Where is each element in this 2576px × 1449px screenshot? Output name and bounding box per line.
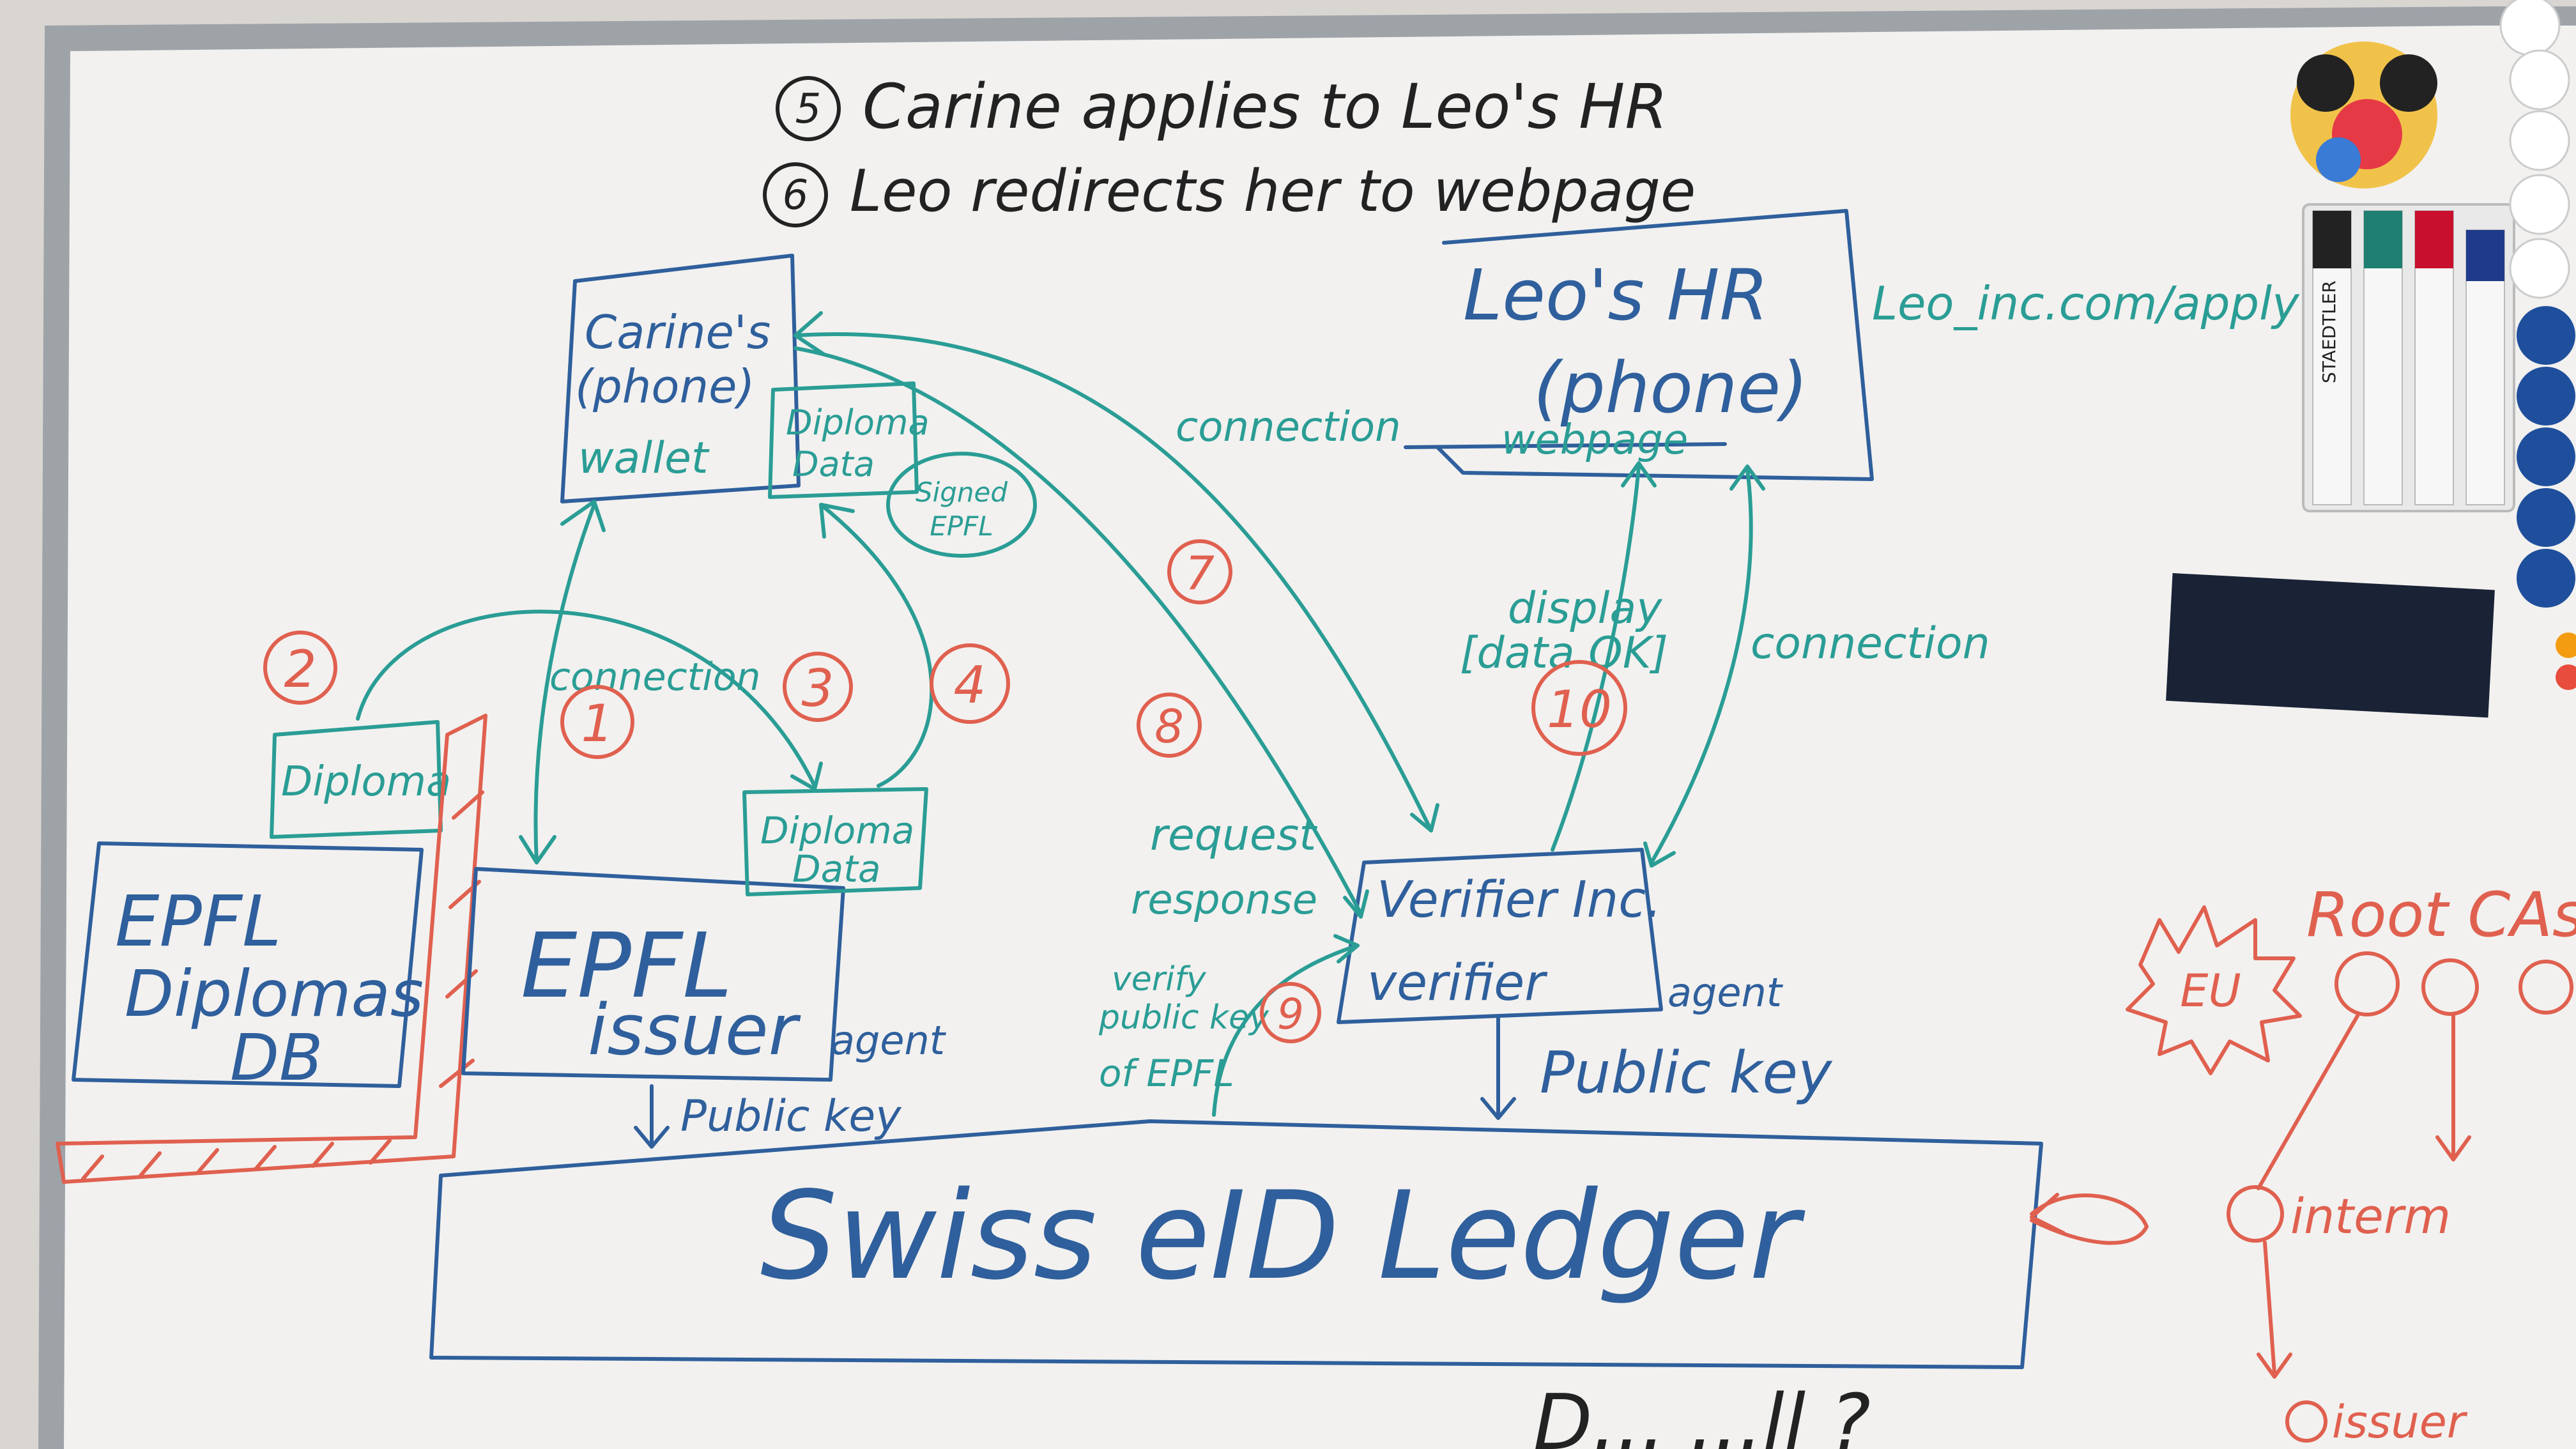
step-10: 10	[1547, 680, 1612, 739]
verify-line2: public key	[1098, 999, 1269, 1037]
header-notes: 5 Carine applies to Leo's HR 6 Leo redir…	[763, 71, 1696, 227]
cartoon-sticker	[2290, 42, 2437, 188]
root-cas-label: Root CAs	[2306, 879, 2576, 951]
ledger-node: Swiss eID Ledger	[429, 1119, 2043, 1369]
board-surface	[64, 26, 2576, 1449]
issuer-label: issuer	[2332, 1396, 2468, 1448]
issuer-diploma-line1: Diploma	[760, 809, 914, 852]
step-5-text: Carine applies to Leo's HR	[862, 71, 1667, 142]
dark-magnetic-strip	[2166, 573, 2495, 718]
flow-labels: connection connection connection request…	[549, 404, 1990, 1095]
step-6-number: 6	[783, 172, 809, 219]
step-4: 4	[954, 656, 986, 715]
step-markers: 1 2 3 4 7 8 9 10	[263, 539, 1627, 1043]
verifier-agent: agent	[1667, 969, 1784, 1016]
epfl-db-line1: EPFL	[115, 880, 281, 962]
eu-label: EU	[2180, 965, 2241, 1017]
step-6-text: Leo redirects her to webpage	[850, 158, 1696, 225]
verify-line3: of EPFL	[1099, 1052, 1234, 1095]
epfl-issuer-node: EPFL issuer agent Public key Diploma Dat…	[461, 787, 947, 1149]
leos-hr-url: Leo_inc.com/apply	[1872, 277, 2300, 330]
verifier-node: Verifier Inc. verifier agent Public key	[1337, 848, 1833, 1120]
leos-hr-webpage: webpage	[1501, 417, 1688, 464]
request-label: request	[1150, 810, 1317, 861]
step-8: 8	[1154, 700, 1184, 753]
verifier-line2: verifier	[1367, 954, 1548, 1012]
wallet-diploma-line1: Diploma	[786, 402, 930, 443]
step-5-number: 5	[795, 86, 822, 133]
connection-label-10: connection	[1751, 618, 1990, 669]
epfl-issuer-line2: issuer	[588, 989, 801, 1071]
marker-brand: STAEDTLER	[2319, 280, 2340, 383]
epfl-issuer-public-key: Public key	[680, 1091, 901, 1142]
ledger-label: Swiss eID Ledger	[760, 1165, 1805, 1307]
step-5-circle	[776, 76, 841, 141]
wallet-node: Carine's (phone) wallet Diploma Data Sig…	[560, 254, 1037, 558]
epfl-db-line2: Diplomas	[125, 956, 424, 1031]
display-line2: [data OK]	[1460, 628, 1668, 678]
signed-line1: Signed	[916, 477, 1008, 508]
step-6-circle	[763, 162, 828, 227]
response-label: response	[1131, 877, 1317, 924]
epfl-issuer-agent: agent	[831, 1017, 947, 1064]
step-9: 9	[1277, 990, 1304, 1039]
display-line1: display	[1508, 583, 1662, 634]
verifier-line1: Verifier Inc.	[1377, 871, 1662, 929]
bottom-partial-text: D... ...ll ?	[1533, 1379, 1871, 1449]
step-1: 1	[581, 694, 614, 753]
marker-tray: STAEDTLER	[2302, 203, 2515, 512]
step-3: 3	[802, 659, 834, 718]
interm-label: interm	[2290, 1188, 2451, 1245]
epfl-db-diploma: Diploma	[281, 758, 451, 806]
signed-line2: EPFL	[930, 510, 993, 542]
issuer-diploma-line2: Data	[792, 847, 881, 891]
connection-label-7: connection	[1176, 404, 1401, 451]
leos-hr-line1: Leo's HR	[1463, 254, 1768, 336]
magnets	[2499, 0, 2576, 690]
connection-arrows	[356, 311, 1765, 1117]
epfl-db-node: EPFL Diplomas DB Diploma	[56, 714, 487, 1184]
wallet-line3: wallet	[578, 433, 710, 484]
epfl-db-line3: DB	[230, 1020, 323, 1095]
verify-line1: verify	[1112, 960, 1207, 999]
verifier-public-key: Public key	[1540, 1039, 1833, 1107]
wallet-line1: Carine's	[585, 305, 770, 359]
step-2: 2	[284, 640, 317, 699]
leos-hr-line2: (phone)	[1533, 347, 1808, 429]
wallet-line2: (phone)	[575, 360, 755, 413]
epfl-issuer-line1: EPFL	[521, 914, 732, 1018]
wallet-diploma-line2: Data	[792, 444, 875, 484]
eu-star	[2126, 905, 2302, 1075]
leos-hr-node: Leo's HR (phone) webpage Leo_inc.com/app…	[1404, 209, 2300, 481]
trust-chain: Root CAs EU interm issuer	[2030, 879, 2576, 1448]
step-7: 7	[1185, 546, 1215, 600]
connection-label-1: connection	[549, 655, 761, 700]
